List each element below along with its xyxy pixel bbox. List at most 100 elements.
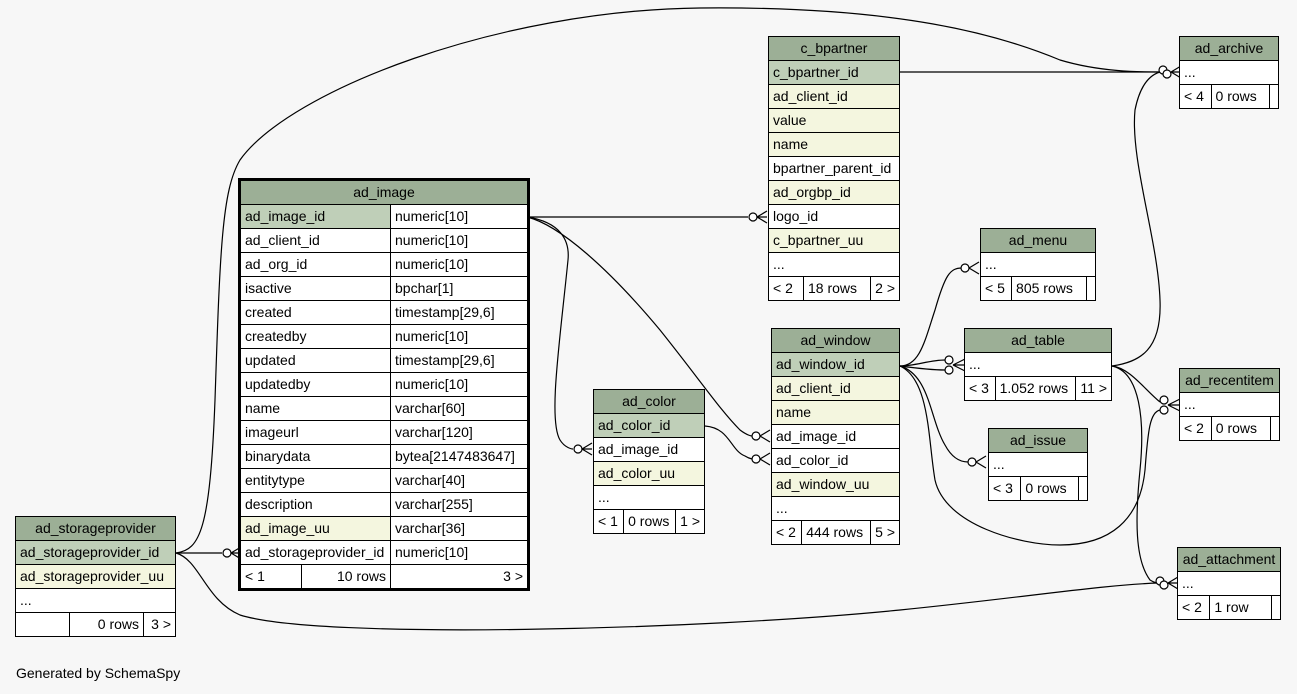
column-row[interactable]: ad_image_id	[771, 424, 900, 449]
parents-link[interactable]: < 1	[240, 564, 302, 589]
children-link[interactable]: 2 >	[870, 276, 900, 301]
parents-link[interactable]: < 2	[768, 276, 804, 301]
column-row[interactable]: ...	[593, 485, 705, 510]
children-link[interactable]: 1 >	[675, 509, 705, 534]
table-title[interactable]: ad_table	[964, 328, 1112, 353]
column-row[interactable]: ...	[1179, 60, 1279, 85]
table-title[interactable]: ad_archive	[1179, 36, 1279, 61]
table-title[interactable]: ad_issue	[988, 428, 1088, 453]
column-row[interactable]: ad_window_uu	[771, 472, 900, 497]
table-title[interactable]: ad_image	[240, 180, 528, 205]
column-name: c_bpartner_uu	[768, 228, 900, 253]
column-row[interactable]: ...	[768, 252, 900, 277]
table-title[interactable]: c_bpartner	[768, 36, 900, 61]
column-row[interactable]: ad_color_uu	[593, 461, 705, 486]
column-row[interactable]: ...	[771, 496, 900, 521]
table-title[interactable]: ad_attachment	[1177, 547, 1281, 572]
column-row[interactable]: ...	[988, 452, 1088, 477]
edge-color-window	[704, 425, 753, 460]
table-title[interactable]: ad_menu	[980, 228, 1096, 253]
children-link[interactable]	[1271, 595, 1281, 620]
column-row[interactable]: ad_orgbp_id	[768, 180, 900, 205]
children-link[interactable]: 5 >	[870, 520, 900, 545]
column-row[interactable]: ...	[980, 252, 1096, 277]
column-row[interactable]: ...	[964, 352, 1112, 377]
children-link[interactable]: 3 >	[390, 564, 528, 589]
column-row[interactable]: ad_image_id	[593, 437, 705, 462]
parents-link[interactable]: < 3	[964, 376, 996, 401]
column-row[interactable]: ad_client_id	[768, 84, 900, 109]
parents-link[interactable]: < 4	[1179, 84, 1212, 109]
column-name: value	[768, 108, 900, 133]
table-title[interactable]: ad_storageprovider	[15, 516, 176, 541]
column-type: numeric[10]	[390, 324, 528, 349]
column-type: numeric[10]	[390, 252, 528, 277]
column-name: ...	[1177, 571, 1281, 596]
column-row[interactable]: c_bpartner_uu	[768, 228, 900, 253]
children-link[interactable]	[1078, 476, 1088, 501]
column-name: ad_image_id	[240, 204, 391, 229]
table-title[interactable]: ad_recentitem	[1179, 368, 1280, 393]
column-row[interactable]: ad_storageprovider_uu	[15, 564, 176, 589]
column-row[interactable]: ad_window_id	[771, 352, 900, 377]
column-row[interactable]: ad_color_id	[593, 413, 705, 438]
parents-link[interactable]: < 1	[592, 509, 625, 534]
column-name: ad_color_id	[771, 448, 900, 473]
column-row[interactable]: ad_storageprovider_id	[15, 540, 176, 565]
children-link[interactable]	[1269, 84, 1279, 109]
parents-link[interactable]: < 2	[1179, 416, 1212, 441]
column-name: ...	[980, 252, 1096, 277]
table-title[interactable]: ad_window	[771, 328, 900, 353]
column-row[interactable]: bpartner_parent_id	[768, 156, 900, 181]
column-row[interactable]: ad_client_id	[771, 376, 900, 401]
table-title[interactable]: ad_color	[593, 389, 705, 414]
column-row[interactable]: ...	[15, 588, 176, 613]
column-row[interactable]: c_bpartner_id	[768, 60, 900, 85]
column-row[interactable]: name	[771, 400, 900, 425]
column-name: binarydata	[240, 444, 391, 469]
children-link[interactable]	[1270, 416, 1280, 441]
column-row[interactable]: logo_id	[768, 204, 900, 229]
parents-link[interactable]: < 2	[770, 520, 803, 545]
parents-link[interactable]: < 2	[1176, 595, 1211, 620]
column-row[interactable]: ...	[1177, 571, 1281, 596]
column-row[interactable]: ...	[1179, 392, 1280, 417]
children-link[interactable]	[1086, 276, 1096, 301]
parents-link[interactable]: < 3	[987, 476, 1022, 501]
column-row[interactable]: name	[768, 132, 900, 157]
parents-link[interactable]: < 5	[979, 276, 1013, 301]
column-row[interactable]: value	[768, 108, 900, 133]
column-row[interactable]: ad_color_id	[771, 448, 900, 473]
children-link[interactable]: 11 >	[1075, 376, 1112, 401]
parents-link[interactable]	[15, 612, 70, 637]
column-name: ...	[1179, 60, 1279, 85]
column-name: ad_orgbp_id	[768, 180, 900, 205]
children-link[interactable]: 3 >	[143, 612, 176, 637]
